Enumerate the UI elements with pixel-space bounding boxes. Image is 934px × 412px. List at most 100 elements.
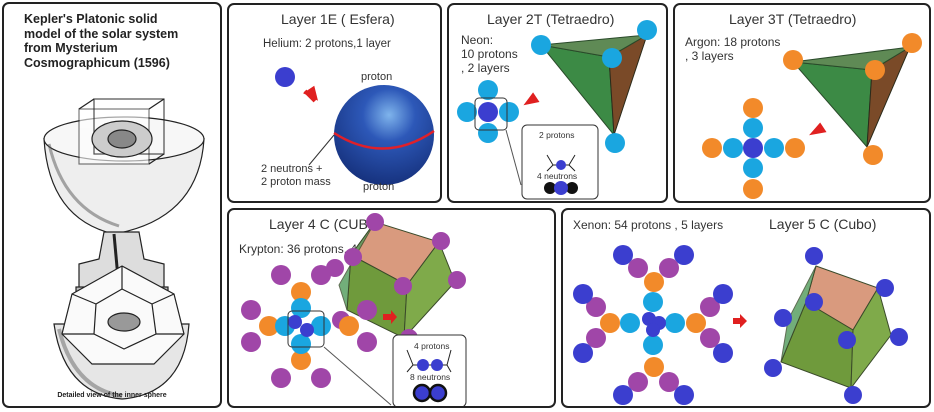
particle bbox=[643, 292, 663, 312]
layer2-panel: Layer 2T (Tetraedro) Neon: 10 protons , … bbox=[447, 3, 668, 203]
particle bbox=[241, 300, 261, 320]
layer2-inset-top: 2 protons bbox=[539, 130, 575, 140]
particle bbox=[783, 50, 803, 70]
particle bbox=[288, 315, 302, 329]
particle bbox=[700, 297, 720, 317]
particle bbox=[602, 48, 622, 68]
particle bbox=[628, 372, 648, 392]
layer1-subtitle: Helium: 2 protons,1 layer bbox=[263, 38, 391, 50]
particle bbox=[241, 332, 261, 352]
particle bbox=[686, 313, 706, 333]
particle bbox=[300, 323, 314, 337]
shape bbox=[474, 97, 508, 131]
particle bbox=[259, 316, 279, 336]
arrow-icon bbox=[383, 310, 397, 324]
particle bbox=[863, 145, 883, 165]
particle bbox=[764, 359, 782, 377]
particle bbox=[674, 385, 694, 405]
particle bbox=[291, 350, 311, 370]
particle bbox=[311, 265, 331, 285]
particle bbox=[805, 247, 823, 265]
particle bbox=[311, 316, 331, 336]
particle bbox=[556, 160, 566, 170]
particle bbox=[412, 383, 432, 403]
shape bbox=[791, 61, 873, 149]
layer1-panel: Layer 1E ( Esfera) Helium: 2 protons,1 l… bbox=[227, 3, 442, 203]
layer4-title: Layer 4 C (CUBO) bbox=[269, 216, 384, 232]
particle bbox=[499, 102, 519, 122]
particle bbox=[659, 372, 679, 392]
particle bbox=[713, 343, 733, 363]
shape bbox=[47, 143, 120, 228]
particle bbox=[659, 258, 679, 278]
particle bbox=[902, 33, 922, 53]
particle bbox=[613, 245, 633, 265]
label-proton-bottom: proton bbox=[363, 181, 395, 193]
layer4-inset bbox=[392, 334, 467, 406]
arrow-icon bbox=[733, 314, 747, 328]
arrow-icon bbox=[303, 85, 318, 103]
particle bbox=[339, 316, 359, 336]
layer1-title: Layer 1E ( Esfera) bbox=[281, 11, 395, 27]
particle bbox=[613, 385, 633, 405]
particle bbox=[838, 331, 856, 349]
particle bbox=[665, 313, 685, 333]
particle bbox=[743, 98, 763, 118]
particle bbox=[431, 359, 443, 371]
particle bbox=[743, 138, 763, 158]
particle bbox=[544, 182, 556, 194]
particle bbox=[743, 179, 763, 199]
particle bbox=[743, 118, 763, 138]
shape bbox=[78, 98, 95, 110]
shape bbox=[57, 328, 123, 398]
layer3-title: Layer 3T (Tetraedro) bbox=[729, 11, 857, 27]
shape bbox=[148, 153, 165, 165]
kepler-engraving bbox=[43, 98, 205, 400]
particle bbox=[890, 328, 908, 346]
layer3-subtitle: Argon: 18 protons , 3 layers bbox=[685, 35, 780, 63]
particle bbox=[764, 138, 784, 158]
particle bbox=[291, 298, 311, 318]
layer2-subtitle-line: 10 protons bbox=[461, 47, 518, 61]
kepler-title-line: Kepler's Platonic solid bbox=[24, 12, 158, 26]
layer4-inset-bottom: 8 neutrons bbox=[410, 372, 451, 382]
kepler-title-line: Cosmographicum (1596) bbox=[24, 55, 170, 70]
particle bbox=[713, 284, 733, 304]
arrow-icon bbox=[523, 92, 540, 106]
particle bbox=[291, 334, 311, 354]
shape bbox=[148, 98, 165, 110]
layer4-panel: Layer 4 C (CUBO) Krypton: 36 protons, 4 … bbox=[227, 208, 556, 408]
helium-sphere bbox=[334, 85, 434, 185]
particle bbox=[554, 181, 568, 195]
particle bbox=[700, 328, 720, 348]
layer3-panel: Layer 3T (Tetraedro) Argon: 18 protons ,… bbox=[673, 3, 931, 203]
layer2-diagram bbox=[457, 20, 657, 200]
particle bbox=[644, 272, 664, 292]
particle bbox=[620, 313, 640, 333]
particle bbox=[702, 138, 722, 158]
particle bbox=[566, 182, 578, 194]
particle bbox=[644, 357, 664, 377]
particle bbox=[723, 138, 743, 158]
layer5-diagram bbox=[573, 245, 908, 405]
particle bbox=[394, 277, 412, 295]
shape bbox=[71, 293, 97, 305]
label-neutrons-line: 2 proton mass bbox=[261, 176, 331, 188]
particle bbox=[448, 271, 466, 289]
layer2-subtitle-line: , 2 layers bbox=[461, 61, 510, 75]
layer2-inset-bottom: 4 neutrons bbox=[537, 171, 578, 181]
particle bbox=[785, 138, 805, 158]
particle bbox=[432, 232, 450, 250]
layer4-diagram bbox=[241, 213, 467, 406]
particle bbox=[291, 282, 311, 302]
particle bbox=[357, 332, 377, 352]
particle bbox=[428, 383, 448, 403]
particle bbox=[357, 300, 377, 320]
particle bbox=[674, 245, 694, 265]
label-neutrons: 2 neutrons + 2 proton mass bbox=[261, 163, 331, 189]
layer3-subtitle-line: Argon: 18 protons bbox=[685, 35, 781, 49]
layer2-subtitle-line: Neon: bbox=[461, 33, 494, 47]
helium-proton bbox=[275, 67, 295, 87]
particle bbox=[844, 386, 862, 404]
shape bbox=[406, 349, 452, 373]
